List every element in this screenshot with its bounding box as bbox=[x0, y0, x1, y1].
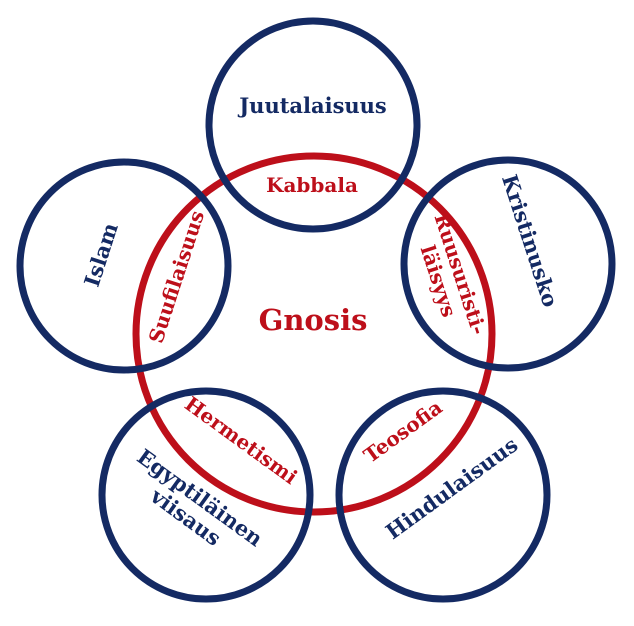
circle-christianity bbox=[400, 156, 616, 372]
label-islam: Islam bbox=[79, 220, 123, 290]
label-judaism: Juutalaisuus bbox=[237, 93, 387, 118]
circle-hinduism bbox=[335, 387, 551, 603]
circle-egyptian-wisdom bbox=[98, 387, 314, 603]
gnosis-circle bbox=[132, 152, 496, 516]
label-sufism: Suufilaisuus bbox=[144, 208, 209, 346]
center-label: Gnosis bbox=[259, 303, 368, 337]
label-theosophy: Teosofia bbox=[359, 395, 447, 468]
label-christianity: Kristinusko bbox=[497, 171, 563, 310]
circle-islam bbox=[16, 158, 232, 374]
label-kabbala: Kabbala bbox=[266, 173, 358, 197]
label-hermeticism: Hermetismi bbox=[180, 392, 302, 490]
circle-judaism bbox=[205, 17, 421, 233]
label-egyptian-wisdom: Egyptiläinen viisaus bbox=[133, 444, 268, 552]
